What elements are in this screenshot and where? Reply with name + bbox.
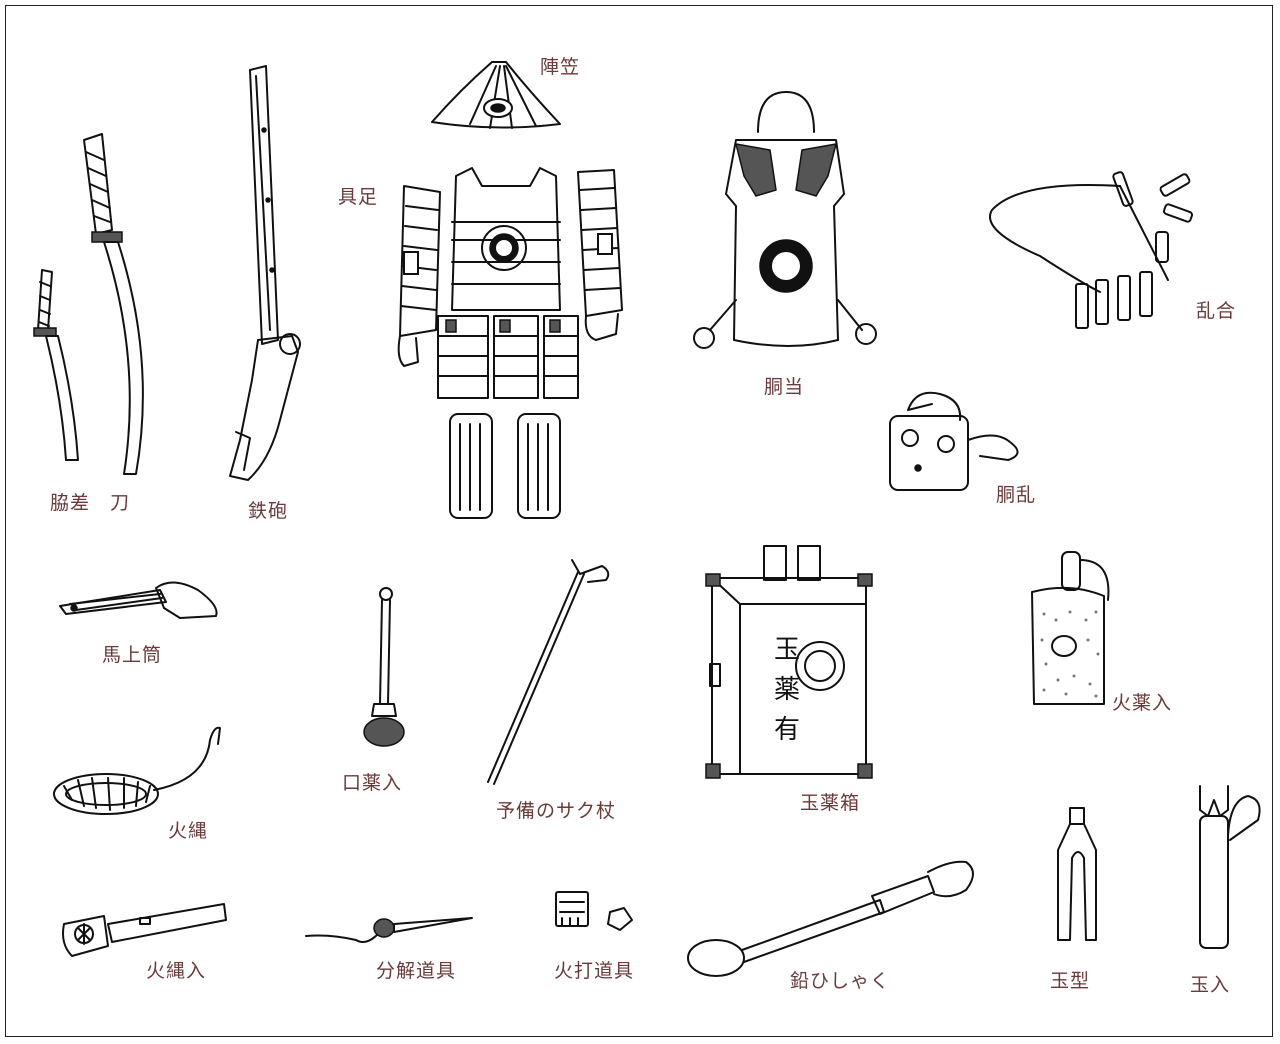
- label-hayago: 胴乱: [996, 484, 1037, 506]
- label-hinawa-ire: 火縄入: [146, 960, 207, 982]
- jingasa-icon: [432, 62, 560, 128]
- label-wakizashi-katana: 脇差 刀: [50, 492, 131, 514]
- teppo-icon: [230, 66, 300, 480]
- tamagata-icon: [1058, 808, 1096, 940]
- illustration-frame: [5, 5, 1273, 1037]
- label-tama-ire: 玉入: [1190, 974, 1231, 996]
- powder-box-icon: [706, 546, 872, 778]
- douate-icon: [694, 92, 876, 348]
- pouch-icon: [890, 393, 1018, 490]
- powder-box-inscription: 玉 薬 有: [772, 630, 802, 750]
- label-kuchigusuri-ire: 口薬入: [342, 772, 403, 794]
- label-douate: 胴当: [764, 376, 805, 398]
- rangou-icon: [990, 171, 1193, 328]
- kuchigusuri-ire-icon: [364, 588, 404, 746]
- hiuchi-dougu-icon: [556, 892, 632, 930]
- inscription-char-2: 薬: [773, 675, 800, 705]
- bunkai-dougu-icon: [306, 918, 472, 942]
- bajozutsu-icon: [60, 582, 217, 618]
- inscription-char-1: 玉: [773, 635, 800, 665]
- hinawa-icon: [54, 728, 220, 814]
- label-tamagata: 玉型: [1050, 970, 1091, 992]
- label-bunkai-dougu: 分解道具: [376, 960, 457, 982]
- label-teppo: 鉄砲: [248, 500, 289, 522]
- katana-icon: [84, 134, 143, 474]
- label-hiuchi-dougu: 火打道具: [554, 960, 635, 982]
- label-tamagusuri-bako: 玉薬箱: [800, 792, 861, 814]
- label-hiyaku-ire: 火薬入: [1112, 692, 1173, 714]
- label-jingasa: 陣笠: [540, 56, 581, 78]
- armor-cuirass-icon: [452, 168, 560, 310]
- armor-shin-guards-icon: [450, 414, 560, 518]
- label-namari-hishaku: 鉛ひしゃく: [790, 970, 891, 992]
- hinawa-ire-icon: [63, 904, 226, 956]
- label-bajozutsu: 馬上筒: [102, 644, 163, 666]
- wakizashi-icon: [34, 270, 78, 460]
- ramrod-icon: [488, 560, 608, 784]
- ladle-icon: [688, 862, 973, 976]
- label-saku-tsue: 予備のサク杖: [496, 800, 617, 822]
- armor-tassets-icon: [438, 316, 578, 398]
- armor-left-sleeve-icon: [399, 186, 440, 366]
- label-rangou: 乱合: [1196, 300, 1237, 322]
- inscription-char-3: 有: [773, 715, 800, 745]
- armor-right-sleeve-icon: [578, 170, 622, 340]
- tama-ire-icon: [1200, 786, 1260, 948]
- label-gusoku: 具足: [338, 186, 379, 208]
- label-hinawa: 火縄: [168, 820, 209, 842]
- hiyaku-ire-icon: [1032, 552, 1108, 704]
